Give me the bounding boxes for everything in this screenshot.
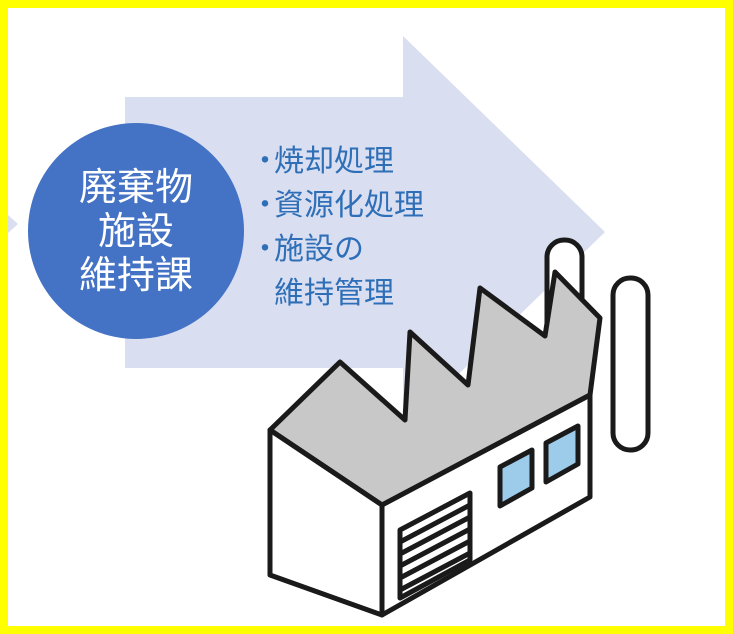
task-item-facility-maintenance: ・ 施設の 維持管理 xyxy=(250,228,424,316)
garage-door-icon xyxy=(397,490,473,601)
bullet-icon: ・ xyxy=(250,144,280,179)
task-label: 焼却処理 xyxy=(274,144,394,179)
task-list: ・ 焼却処理 ・ 資源化処理 ・ 施設の 維持管理 xyxy=(250,140,424,316)
task-label: 資源化処理 xyxy=(274,188,424,223)
bullet-icon: ・ xyxy=(250,188,280,223)
department-name-line-3: 維持課 xyxy=(78,253,193,297)
previous-arrow-tip xyxy=(8,215,18,233)
window-icon xyxy=(497,447,535,509)
factory-icon xyxy=(267,237,651,618)
task-label-line-1: 施設の xyxy=(274,232,364,267)
task-item-incineration: ・ 焼却処理 xyxy=(250,140,424,184)
task-label-line-2: 維持管理 xyxy=(274,276,394,311)
task-item-recycling: ・ 資源化処理 xyxy=(250,184,424,228)
department-circle: 廃棄物 施設 維持課 xyxy=(28,123,244,339)
bullet-icon: ・ xyxy=(250,232,280,267)
chimney-icon xyxy=(610,275,651,453)
window-icon xyxy=(543,423,581,485)
department-name-line-1: 廃棄物 xyxy=(78,165,193,209)
department-name-line-2: 施設 xyxy=(97,209,174,253)
